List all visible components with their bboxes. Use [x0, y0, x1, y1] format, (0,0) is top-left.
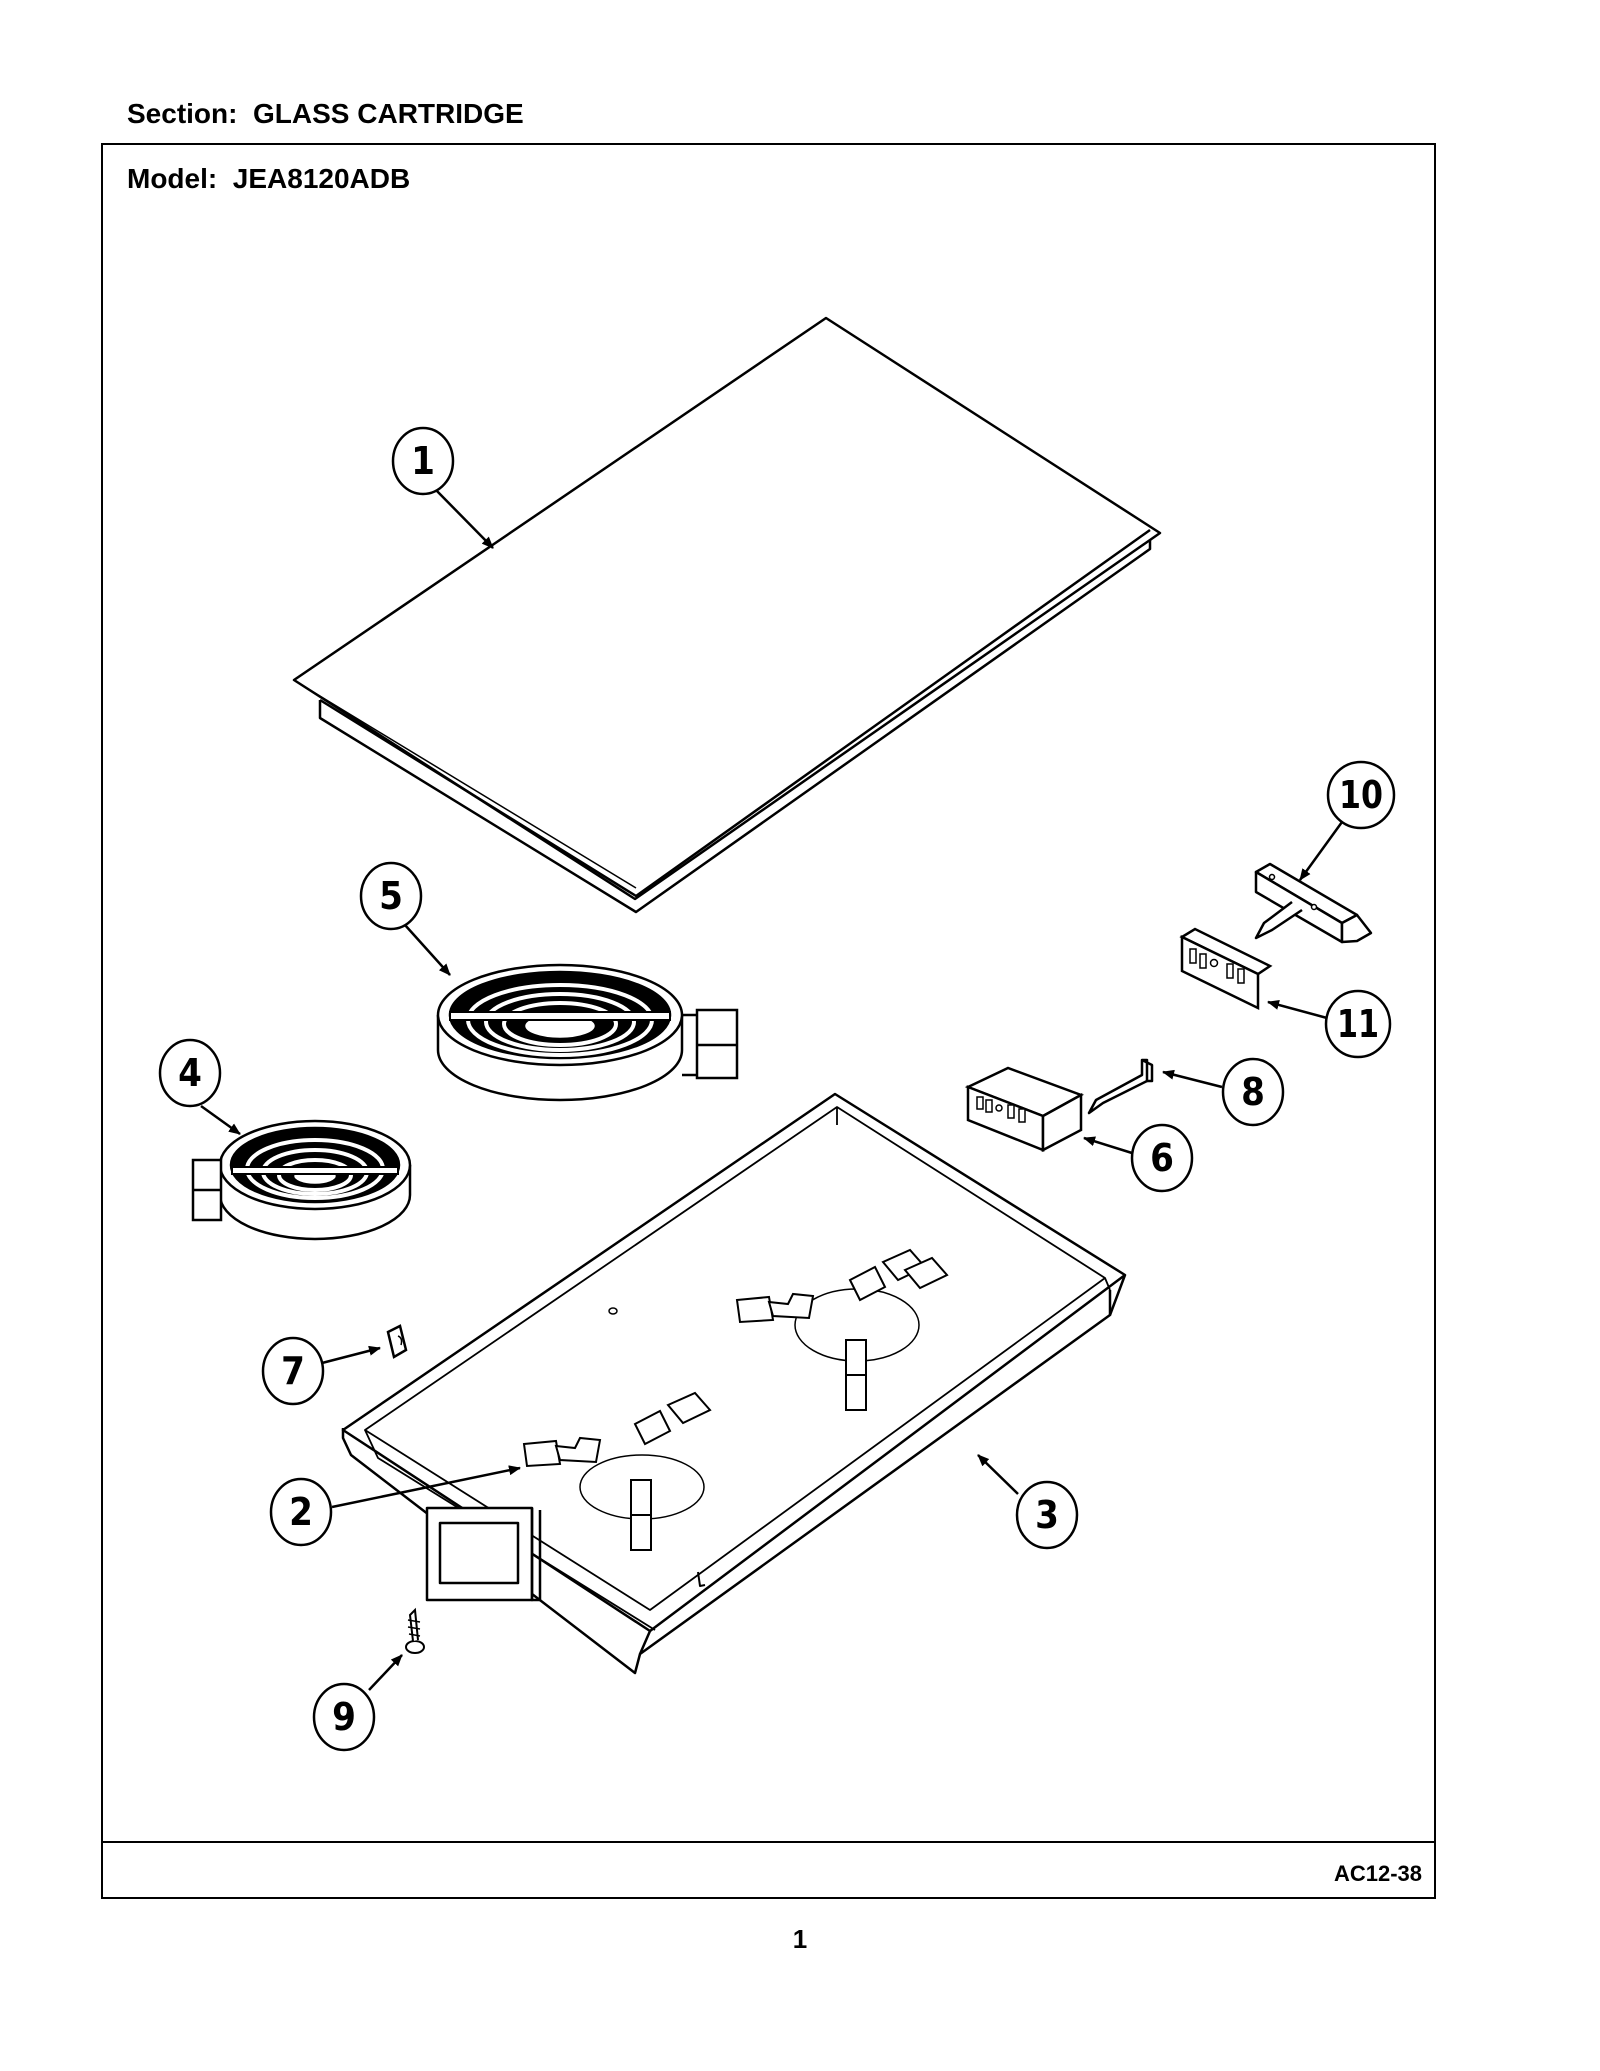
glass-top-part [292, 316, 1162, 914]
section-label: Section: [127, 98, 238, 129]
large-surface-element-part [436, 963, 739, 1102]
callout-2-label: 2 [289, 1490, 313, 1534]
callout-10-label: 10 [1339, 773, 1383, 817]
model-label: Model: [127, 163, 218, 194]
burner-box-part [341, 1092, 1127, 1675]
callout-3: 3 [1015, 1480, 1079, 1550]
switch-block-part [964, 1066, 1084, 1153]
section-value: GLASS CARTRIDGE [253, 98, 524, 129]
callout-leaders [200, 487, 1344, 1691]
callout-7: 7 [261, 1336, 325, 1406]
footer-divider [103, 1841, 1434, 1843]
section-title: Section: GLASS CARTRIDGE [127, 98, 524, 130]
small-surface-element-part [191, 1119, 412, 1241]
callout-6: 6 [1130, 1123, 1194, 1193]
callout-8-label: 8 [1241, 1070, 1265, 1114]
callout-3-label: 3 [1035, 1493, 1059, 1537]
callout-11-label: 11 [1337, 1002, 1379, 1046]
callout-1: 1 [391, 426, 455, 496]
callout-11: 11 [1324, 989, 1392, 1059]
model-value: JEA8120ADB [232, 163, 411, 194]
callout-9-label: 9 [332, 1695, 356, 1739]
screw-part [405, 1607, 425, 1654]
model-title: Model: JEA8120ADB [127, 163, 410, 195]
page-number: 1 [792, 1924, 808, 1954]
callout-4-label: 4 [178, 1051, 202, 1095]
clip-part [1087, 1058, 1154, 1115]
callout-2: 2 [269, 1477, 333, 1547]
callout-7-label: 7 [281, 1349, 305, 1393]
callout-10: 10 [1326, 760, 1396, 830]
callout-8: 8 [1221, 1057, 1285, 1127]
callout-5-label: 5 [379, 874, 403, 918]
mounting-clip-part [386, 1324, 408, 1359]
callout-1-label: 1 [411, 439, 435, 483]
drawing-code: AC12-38 [1333, 1861, 1422, 1886]
callout-5: 5 [359, 861, 423, 931]
bracket-part [1254, 862, 1373, 944]
diagram-frame: Model: JEA8120ADB AC12-38 [101, 143, 1436, 1899]
callout-4: 4 [158, 1038, 222, 1108]
terminal-blocks-part [522, 1248, 949, 1551]
callout-6-label: 6 [1150, 1136, 1174, 1180]
callout-9: 9 [312, 1682, 376, 1752]
switch-plate-part [1179, 927, 1273, 1010]
